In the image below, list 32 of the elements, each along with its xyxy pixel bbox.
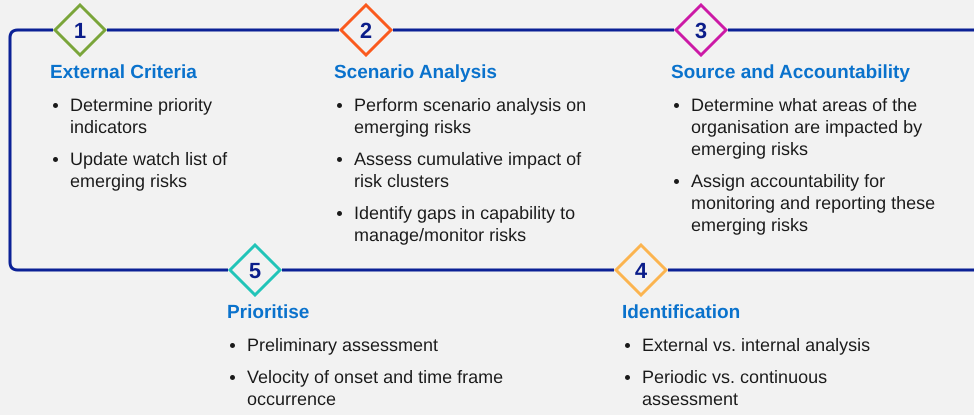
step-diamond (674, 3, 728, 57)
step-number: 2 (360, 16, 372, 44)
bullet-text: Velocity of onset and time frame occurrence (247, 366, 504, 410)
bullet-text: Determine priority indicators (70, 94, 214, 138)
section-heading: Identification (622, 301, 742, 325)
step-number: 1 (74, 16, 86, 44)
step-diamond (339, 3, 393, 57)
step-diamond (228, 243, 282, 297)
bullet-text: Assess cumulative impact of risk clusters (354, 148, 582, 192)
section-heading: Prioritise (227, 301, 310, 325)
step-number: 3 (694, 16, 708, 44)
bullet-text: Preliminary assessment (247, 334, 440, 356)
bullet-text: Assign accountability for monitoring and reporting these emerging risks (691, 170, 936, 236)
bullet-text: Identify gaps in capability to manage/monitor risks (354, 202, 576, 246)
step-number: 5 (248, 256, 262, 284)
connector-line (728, 28, 974, 32)
connector-line (668, 268, 974, 272)
connector-line (8, 28, 228, 272)
bullet-text: Determine what areas of the organisation are impacted by emerging risks (691, 94, 924, 160)
section-heading: Source and Accountability (671, 61, 911, 85)
connector-line (393, 28, 674, 32)
bullet-text: Perform scenario analysis on emerging risks (354, 94, 588, 138)
section-heading: Scenario Analysis (334, 61, 498, 85)
step-number: 4 (634, 256, 648, 284)
section-heading: External Criteria (50, 61, 198, 85)
bullet-text: External vs. internal analysis (642, 334, 872, 356)
bullet-text: Update watch list of emerging risks (70, 148, 228, 192)
step-diamond (53, 3, 107, 57)
bullet-text: Periodic vs. continuous assessment (642, 366, 828, 410)
step-diamond (614, 243, 668, 297)
connector-line (107, 28, 339, 32)
connector-line (282, 268, 614, 272)
